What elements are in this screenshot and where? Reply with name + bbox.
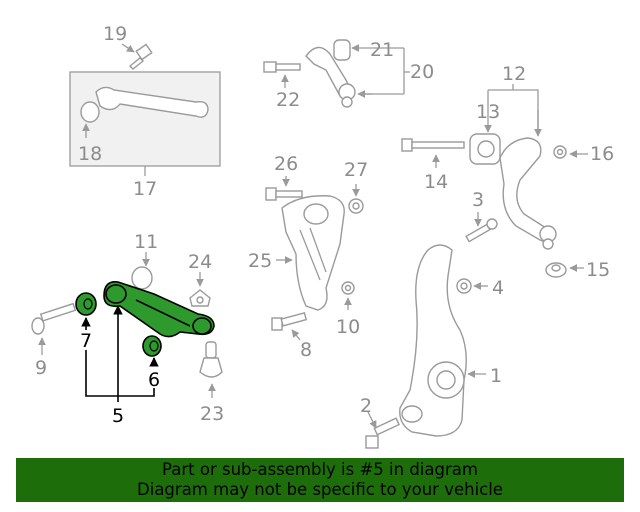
- nut-15: [545, 262, 584, 278]
- nut-4: [456, 278, 488, 294]
- callout-9: 9: [35, 357, 47, 379]
- callout-1: 1: [490, 365, 502, 387]
- callout-10: 10: [336, 316, 360, 338]
- bolt-9: [31, 302, 77, 355]
- bolt-8: [271, 312, 308, 341]
- callout-2: 2: [360, 395, 372, 417]
- callout-15: 15: [586, 259, 610, 281]
- callout-4: 4: [492, 277, 504, 299]
- nut-27: [348, 184, 364, 214]
- bracket-25: [276, 195, 345, 311]
- control-arm-5: [103, 280, 215, 338]
- nut-16: [553, 145, 588, 159]
- arm-12: [488, 84, 557, 250]
- callout-14: 14: [424, 171, 448, 193]
- bushing-11: [131, 252, 153, 290]
- callout-lines-5: [81, 305, 159, 402]
- bolt-2: [365, 411, 400, 449]
- callout-23: 23: [200, 403, 224, 425]
- bushing-13: [469, 90, 501, 165]
- callout-21: 21: [370, 39, 394, 61]
- bolt-26: [265, 176, 303, 201]
- callout-20: 20: [410, 61, 434, 83]
- nut-24: [189, 272, 211, 307]
- callout-27: 27: [344, 159, 368, 181]
- bushing-7: [75, 292, 97, 316]
- callout-25: 25: [248, 250, 272, 272]
- info-banner: Part or sub-assembly is #5 in diagram Di…: [16, 458, 624, 502]
- parts-diagram: 19 18 17 21 20 22 12 13 16 14 26 27 3 11…: [31, 23, 614, 449]
- callout-8: 8: [300, 339, 312, 361]
- callout-13: 13: [476, 101, 500, 123]
- callout-17: 17: [133, 178, 157, 200]
- banner-line-2: Diagram may not be specific to your vehi…: [137, 480, 503, 499]
- banner-line-1: Part or sub-assembly is #5 in diagram: [162, 460, 478, 479]
- bolt-3: [465, 212, 498, 243]
- knuckle-1: [399, 244, 486, 437]
- inset-box: [69, 71, 221, 176]
- callout-19: 19: [103, 23, 127, 45]
- callout-26: 26: [274, 153, 298, 175]
- callout-16: 16: [590, 143, 614, 165]
- callout-5: 5: [112, 405, 124, 427]
- callout-11: 11: [134, 231, 158, 253]
- callout-24: 24: [188, 251, 212, 273]
- nut-10: [341, 281, 355, 310]
- callout-22: 22: [276, 89, 300, 111]
- callout-3: 3: [472, 189, 484, 211]
- ball-joint-23: [199, 341, 223, 398]
- bolt-14: [401, 138, 465, 168]
- callout-18: 18: [78, 143, 102, 165]
- callout-6: 6: [148, 369, 160, 391]
- bolt-19: [121, 43, 153, 70]
- upper-arm-20: [305, 39, 410, 108]
- bolt-22: [263, 61, 301, 88]
- callout-7: 7: [80, 330, 92, 352]
- bushing-6: [142, 335, 162, 357]
- callout-12: 12: [502, 63, 526, 85]
